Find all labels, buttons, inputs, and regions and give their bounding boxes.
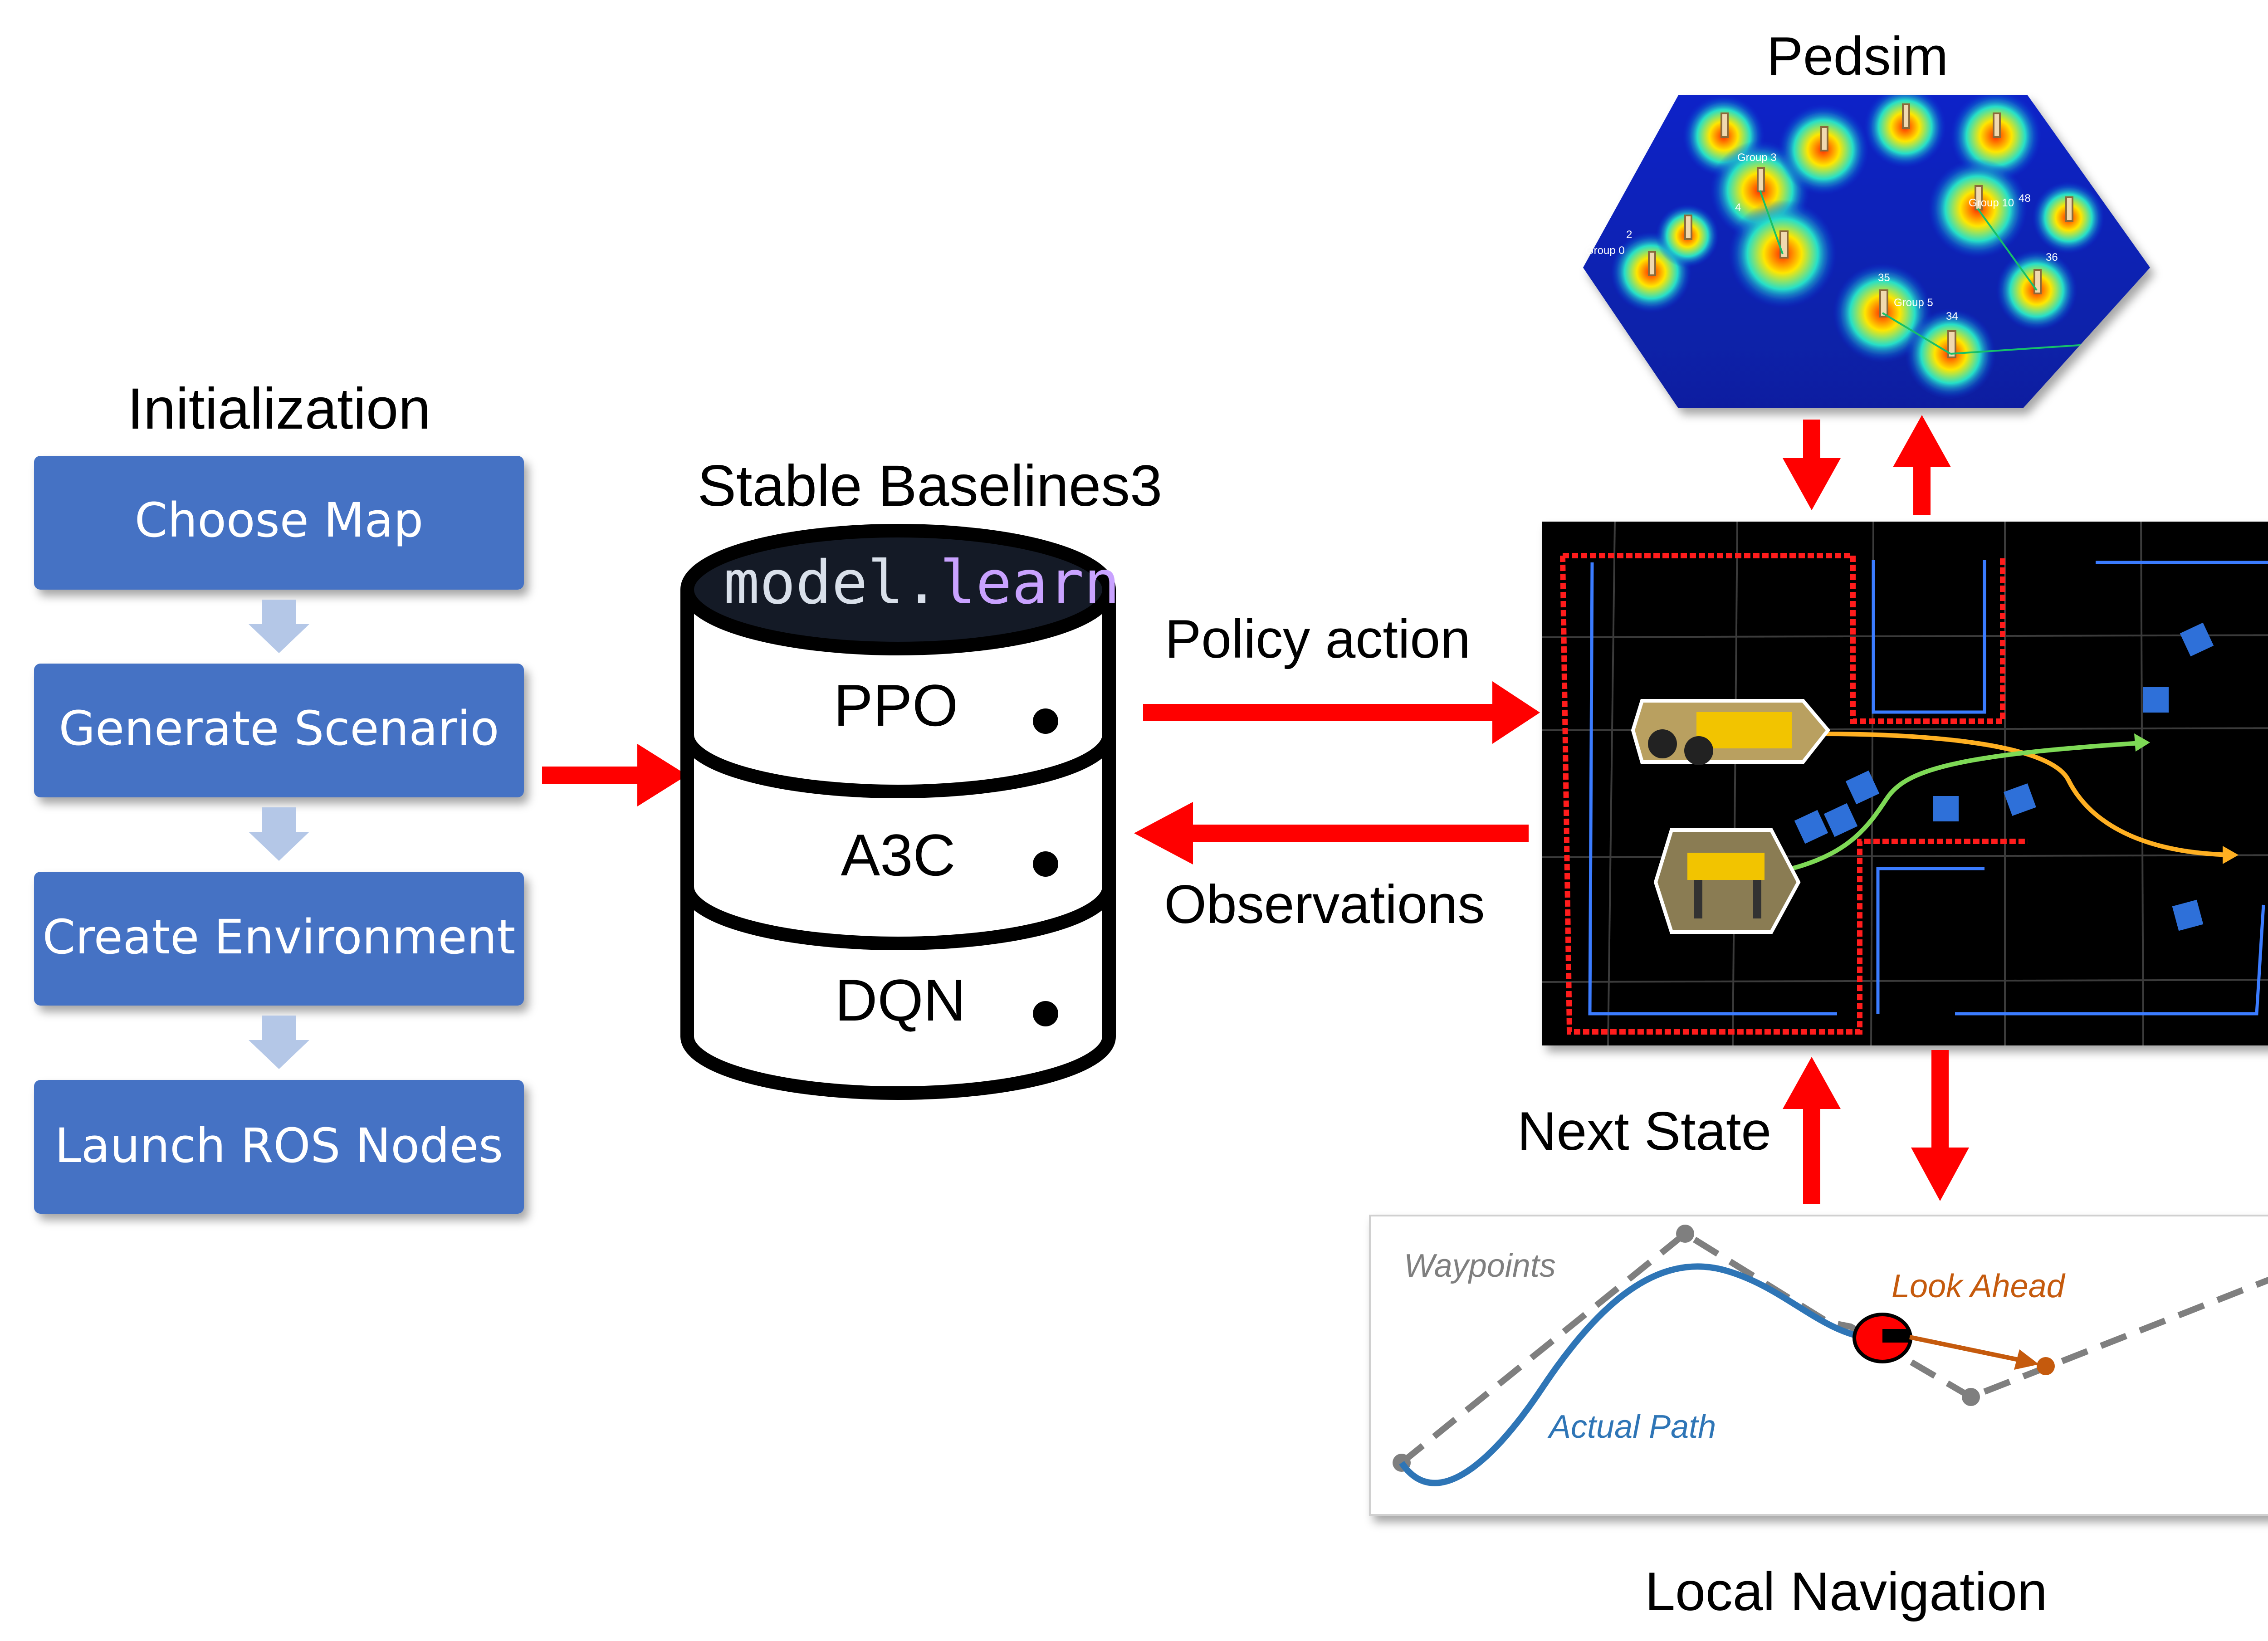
code-snippet: model.learn bbox=[723, 548, 1120, 618]
step-box bbox=[34, 872, 524, 1006]
observations-label: Observations bbox=[1164, 874, 1485, 935]
actual-path-label: Actual Path bbox=[1547, 1409, 1716, 1445]
code-method: learn bbox=[940, 548, 1120, 618]
waypoints-label: Waypoints bbox=[1404, 1248, 1556, 1284]
algorithm-ppo: PPO bbox=[834, 672, 958, 738]
algorithm-bullet bbox=[1033, 1001, 1058, 1026]
init-step-choose-map[interactable] bbox=[34, 456, 524, 590]
init-step-launch-ros-nodes[interactable] bbox=[34, 1080, 524, 1214]
step-box bbox=[34, 664, 524, 797]
baselines-title: Stable Baselines3 bbox=[698, 454, 1163, 518]
initialization-title: Initialization bbox=[127, 376, 431, 441]
pedsim-up-arrow bbox=[1893, 415, 1951, 515]
init-step-create-environment[interactable] bbox=[34, 872, 524, 1006]
step-box bbox=[34, 1080, 524, 1214]
pedsim-overlay-label: Group 5 bbox=[1894, 297, 1933, 309]
pedsim-overlay-label: Group 3 bbox=[1737, 151, 1777, 164]
pedsim-overlay-label: 48 bbox=[2019, 192, 2031, 205]
step-arrow-down bbox=[249, 600, 309, 1069]
pedsim-overlay-label: 35 bbox=[1878, 272, 1890, 284]
pedsim-simulation-image: 2 4 35 34 36 48 Group 0 Group 5 Group 10… bbox=[1583, 95, 2150, 408]
step-label-generate-scenario: Generate Scenario bbox=[59, 701, 499, 756]
pedsim-overlay-label: 2 bbox=[1626, 229, 1632, 241]
pedsim-overlay-label: 34 bbox=[1946, 310, 1958, 322]
algorithm-bullet bbox=[1033, 708, 1058, 734]
algorithm-bullet bbox=[1033, 851, 1058, 877]
pedsim-overlay-label: Group 10 bbox=[1969, 197, 2014, 209]
pedsim-title: Pedsim bbox=[1767, 26, 1948, 87]
step-label-launch-ros-nodes: Launch ROS Nodes bbox=[55, 1118, 503, 1173]
algorithm-a3c: A3C bbox=[841, 822, 956, 888]
wheeled-robot-icon bbox=[1631, 699, 1831, 765]
step-label-choose-map: Choose Map bbox=[135, 493, 424, 548]
pedsim-overlay-label: 36 bbox=[2046, 251, 2058, 264]
code-prefix: model. bbox=[723, 548, 940, 618]
look-ahead-label: Look Ahead bbox=[1892, 1268, 2066, 1304]
pedsim-down-arrow bbox=[1783, 420, 1841, 510]
init-to-baselines-arrow bbox=[542, 744, 687, 806]
step-label-create-environment: Create Environment bbox=[43, 909, 516, 965]
pedsim-overlay-label: Group 0 bbox=[1585, 244, 1625, 257]
local-navigation-diagram: Waypoints Look Ahead Actual Path bbox=[1369, 1215, 2268, 1516]
next-state-label: Next State bbox=[1517, 1101, 1771, 1162]
database-cylinder-icon bbox=[680, 524, 1116, 1100]
environment-visualization bbox=[1542, 521, 2268, 1046]
legged-robot-icon bbox=[1653, 828, 1801, 934]
step-box bbox=[34, 456, 524, 590]
local-navigation-title: Local Navigation bbox=[1645, 1561, 2047, 1622]
local-nav-down-arrow bbox=[1911, 1050, 1969, 1201]
pedsim-overlay-label: 4 bbox=[1735, 201, 1741, 214]
policy-action-label: Policy action bbox=[1165, 609, 1471, 669]
next-state-up-arrow bbox=[1783, 1057, 1841, 1204]
observations-arrow bbox=[1134, 802, 1529, 864]
algorithm-dqn: DQN bbox=[835, 967, 966, 1033]
init-step-generate-scenario[interactable] bbox=[34, 664, 524, 797]
policy-action-arrow bbox=[1143, 681, 1540, 744]
